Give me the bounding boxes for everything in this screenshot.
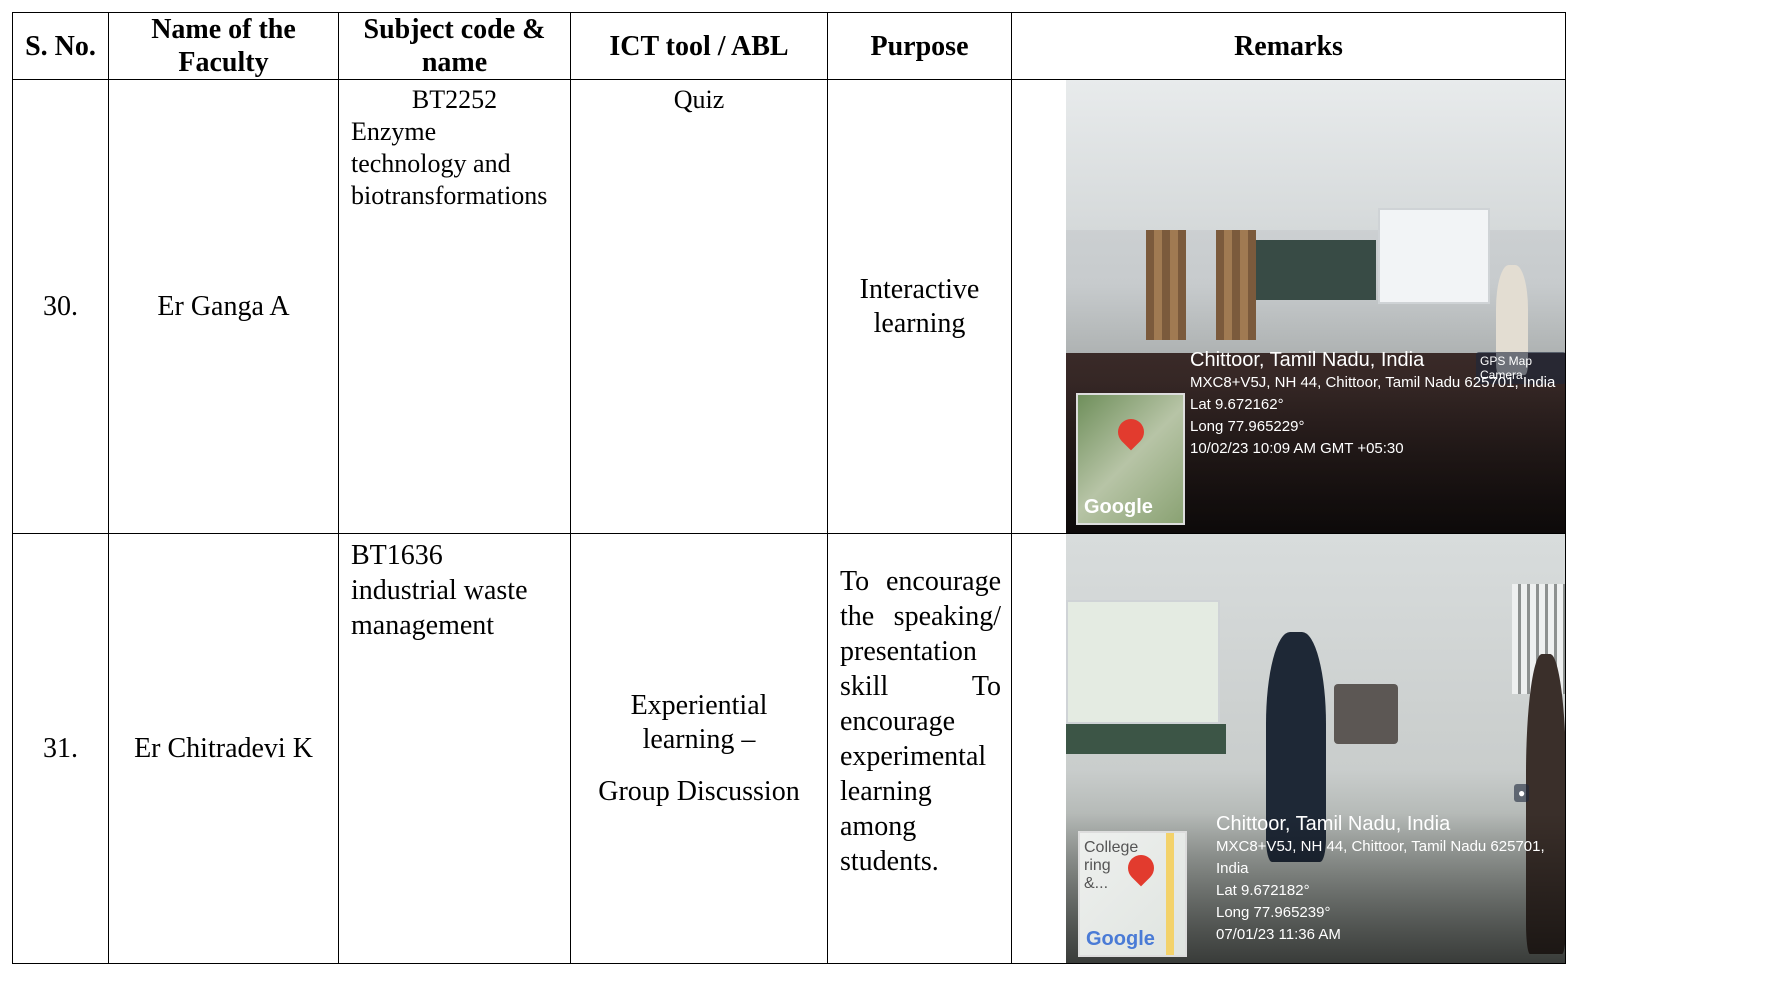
row-faculty: Er Ganga A xyxy=(108,79,339,534)
gps-place: Chittoor, Tamil Nadu, India xyxy=(1190,349,1425,371)
gps-info: Chittoor, Tamil Nadu, India MXC8+V5J, NH… xyxy=(1190,348,1555,460)
row-remarks: GPS Map Camera Google Chittoor, Tamil Na… xyxy=(1011,79,1566,534)
map-label: College ring &... xyxy=(1084,839,1139,892)
map-thumbnail: College ring &... Google xyxy=(1078,831,1187,957)
table-row: 30. Er Ganga A BT2252 Enzyme technology … xyxy=(12,79,1566,534)
subject-name: Enzyme technology and biotransformations xyxy=(351,117,548,210)
row-subject: BT1636 industrial waste management xyxy=(338,533,571,964)
row-purpose: To encourage the speaking/ presentation … xyxy=(827,533,1012,964)
gps-info: Chittoor, Tamil Nadu, India MXC8+V5J, NH… xyxy=(1216,812,1565,946)
gps-address: MXC8+V5J, NH 44, Chittoor, Tamil Nadu 62… xyxy=(1190,374,1556,391)
gps-camera-badge-icon: ● xyxy=(1514,784,1530,802)
google-logo: Google xyxy=(1086,928,1155,950)
header-subject: Subject code & name xyxy=(338,12,571,80)
subject-name: industrial waste management xyxy=(351,575,528,641)
row-purpose: Interactive learning xyxy=(827,79,1012,534)
subject-code: BT2252 xyxy=(411,85,498,114)
row-subject: BT2252 Enzyme technology and biotransfor… xyxy=(338,79,571,534)
ict-tool-line1: Experiential learning – xyxy=(630,689,768,755)
row-remarks: ● College ring &... Google Chittoor, Tam… xyxy=(1011,533,1566,964)
gps-lat: Lat 9.672182° xyxy=(1216,882,1310,899)
google-logo: Google xyxy=(1084,496,1153,518)
map-pin-icon xyxy=(1112,413,1150,451)
gps-time: 10/02/23 10:09 AM GMT +05:30 xyxy=(1190,440,1404,457)
gps-lat: Lat 9.672162° xyxy=(1190,396,1284,413)
ict-tool-line2: Group Discussion xyxy=(598,775,800,807)
classroom-photo: ● College ring &... Google Chittoor, Tam… xyxy=(1066,534,1565,963)
header-ict: ICT tool / ABL xyxy=(570,12,828,80)
ict-tool: Quiz xyxy=(673,85,725,114)
gps-address: MXC8+V5J, NH 44, Chittoor, Tamil Nadu 62… xyxy=(1216,838,1545,877)
map-thumbnail: Google xyxy=(1076,393,1185,525)
row-ict: Experiential learning – Group Discussion xyxy=(570,533,828,964)
gps-long: Long 77.965239° xyxy=(1216,904,1331,921)
header-purpose: Purpose xyxy=(827,12,1012,80)
gps-long: Long 77.965229° xyxy=(1190,418,1305,435)
header-remarks: Remarks xyxy=(1011,12,1566,80)
row-sno: 31. xyxy=(12,533,109,964)
header-row: S. No. Name of the Faculty Subject code … xyxy=(12,12,1566,80)
header-sno: S. No. xyxy=(12,12,109,80)
faculty-ict-table: S. No. Name of the Faculty Subject code … xyxy=(12,12,1566,964)
row-faculty: Er Chitradevi K xyxy=(108,533,339,964)
table-row: 31. Er Chitradevi K BT1636 industrial wa… xyxy=(12,533,1566,964)
header-faculty: Name of the Faculty xyxy=(108,12,339,80)
classroom-photo: GPS Map Camera Google Chittoor, Tamil Na… xyxy=(1066,80,1565,533)
gps-time: 07/01/23 11:36 AM xyxy=(1216,926,1341,943)
gps-place: Chittoor, Tamil Nadu, India xyxy=(1216,813,1451,835)
row-sno: 30. xyxy=(12,79,109,534)
row-ict: Quiz xyxy=(570,79,828,534)
subject-code: BT1636 xyxy=(351,540,443,571)
gps-camera-badge: GPS Map Camera xyxy=(1476,352,1565,384)
